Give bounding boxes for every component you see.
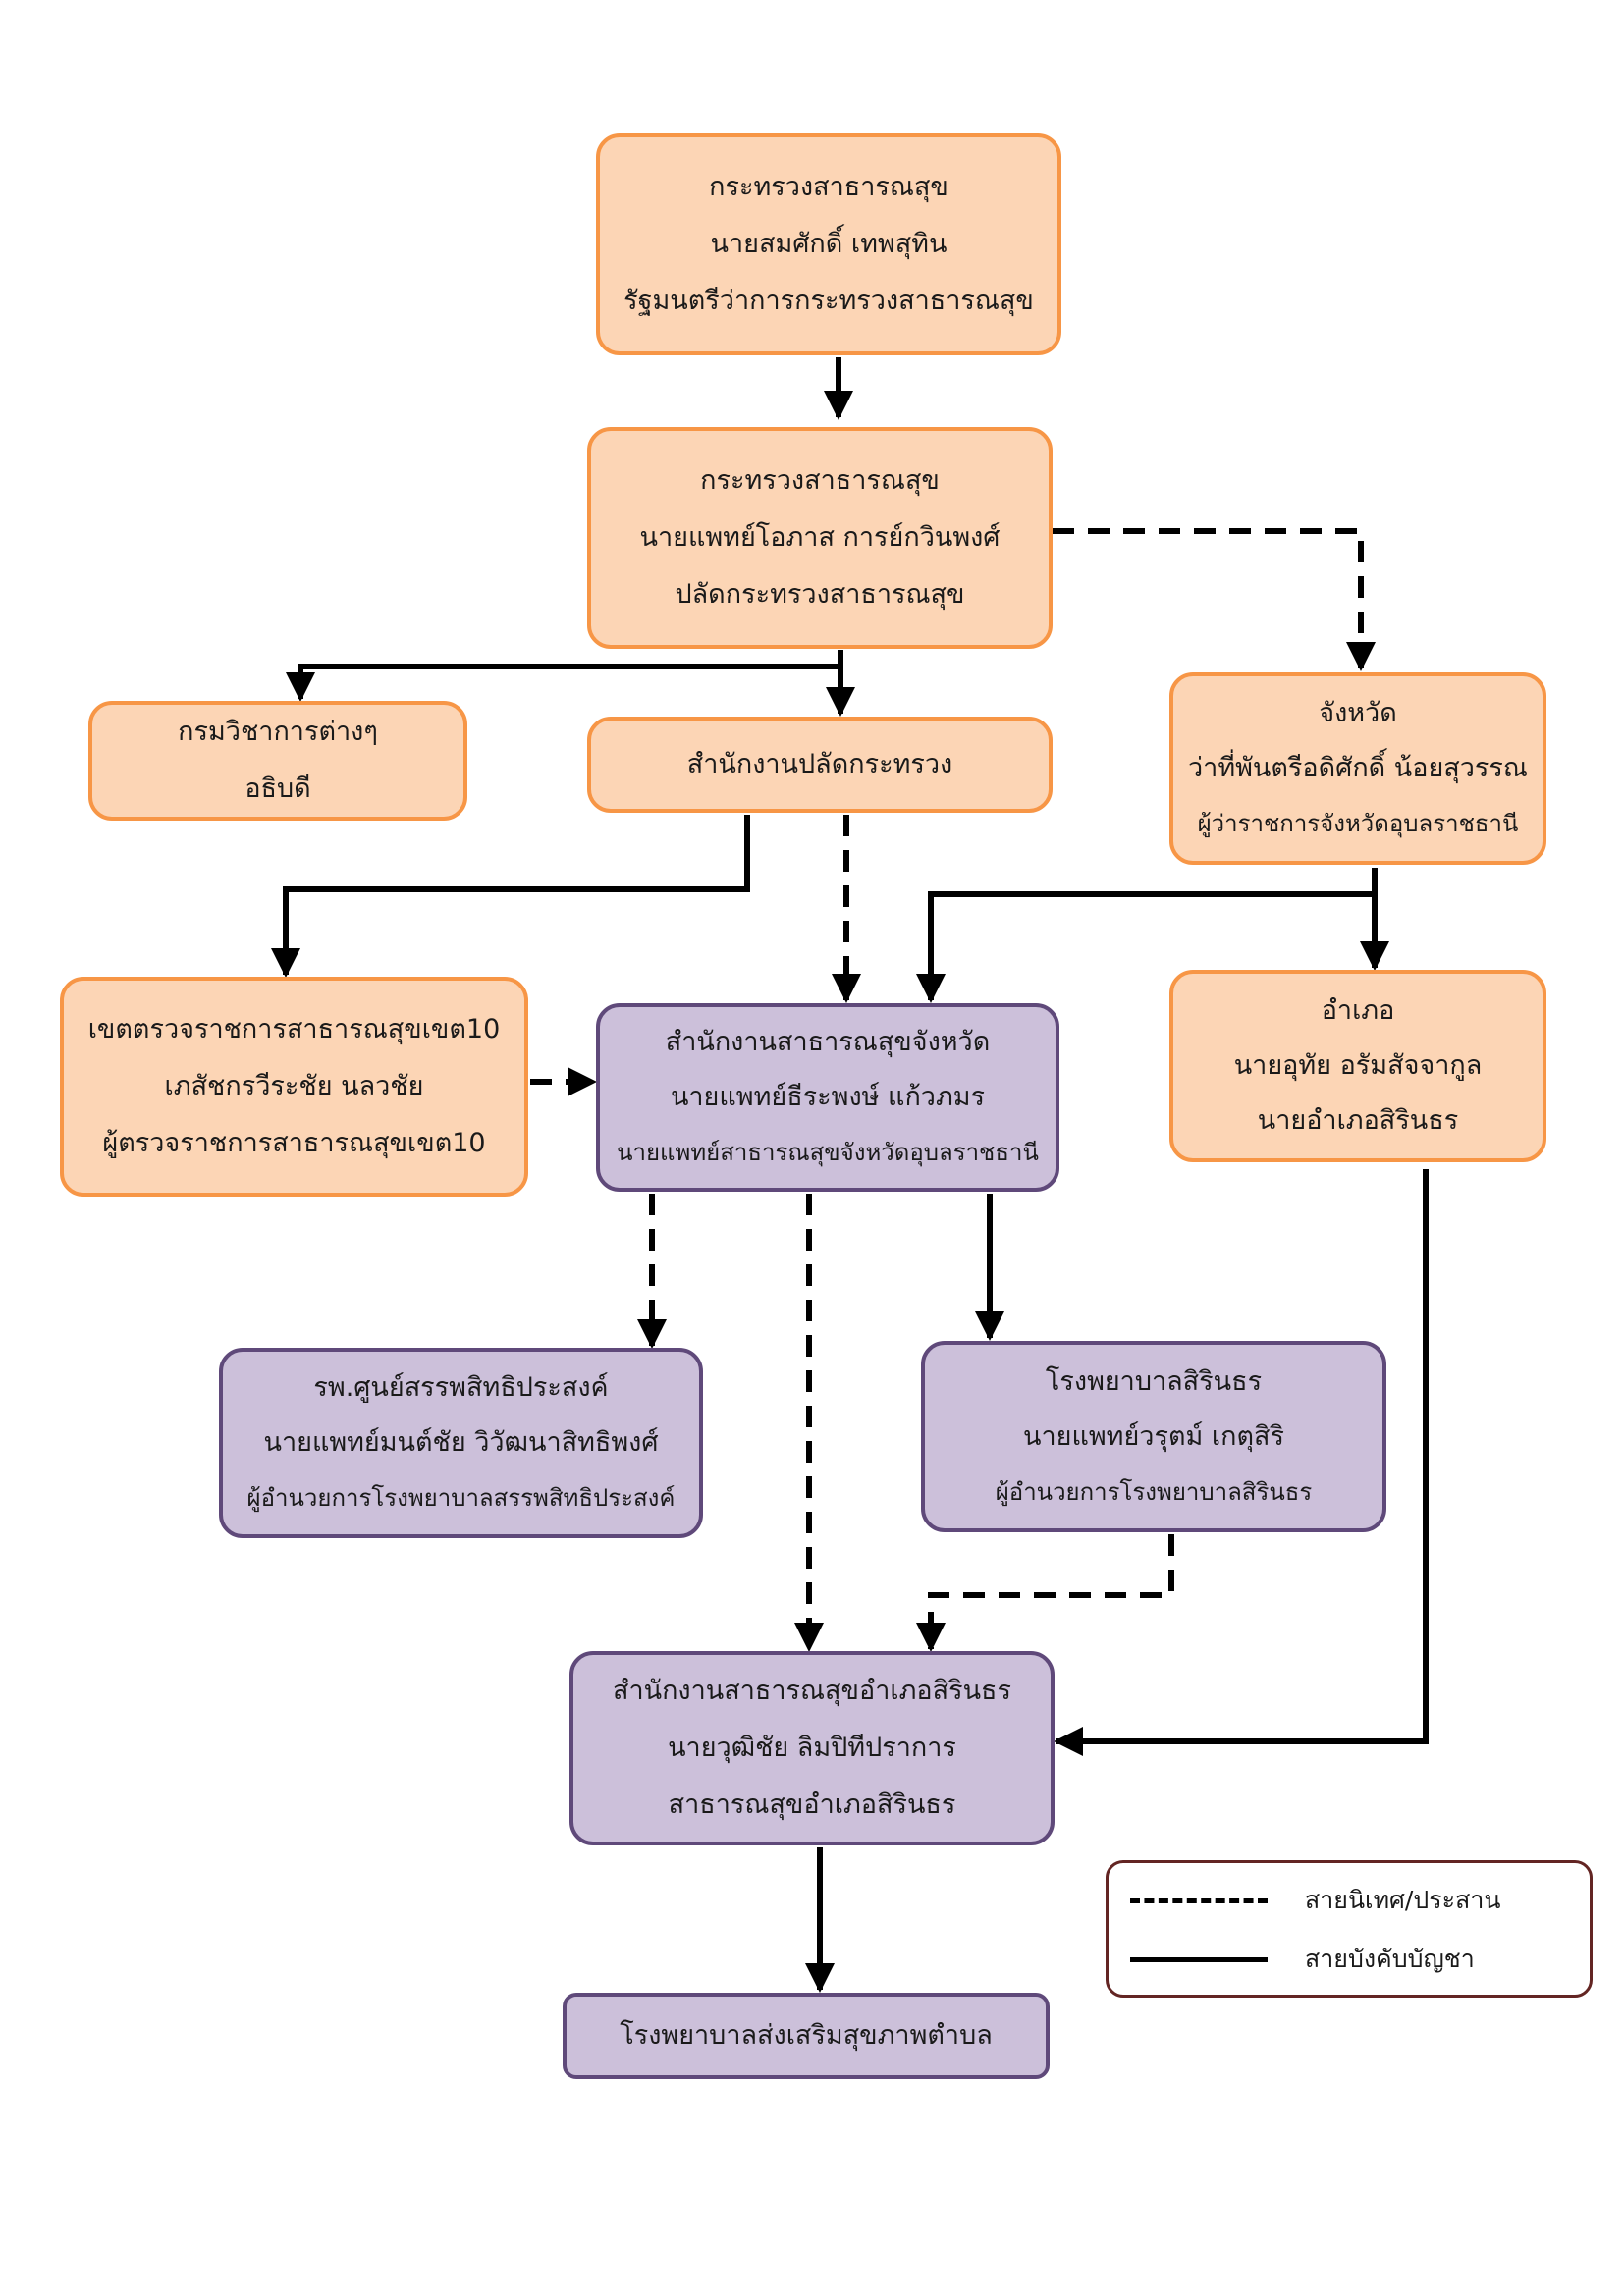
- line-district-to-district-health-office: [1054, 1169, 1429, 1756]
- sirindhorn-hospital-director-name: นายแพทย์วรุตม์ เกตุสิริ: [1023, 1420, 1284, 1452]
- sirindhorn-hospital-box: โรงพยาบาลสิรินธร นายแพทย์วรุตม์ เกตุสิริ…: [921, 1341, 1386, 1532]
- legend-row-dashed: สายนิเทศ/ประสาน: [1109, 1881, 1590, 1920]
- center-hospital-director-name: นายแพทย์มนต์ชัย วิวัฒนาสิทธิพงศ์: [263, 1427, 659, 1458]
- legend-row-solid: สายบังคับบัญชา: [1109, 1940, 1590, 1979]
- departments-box: กรมวิชาการต่างๆ อธิบดี: [88, 701, 467, 821]
- center-hospital-director-position: ผู้อำนวยการโรงพยาบาลสรรพสิทธิประสงค์: [246, 1484, 676, 1512]
- inspection-region-title: เขตตรวจราชการสาธารณสุขเขต10: [87, 1014, 501, 1044]
- subdistrict-hospital-title: โรงพยาบาลส่งเสริมสุขภาพตำบล: [620, 2020, 993, 2051]
- provincial-health-office-box: สำนักงานสาธารณสุขจังหวัด นายแพทย์ธีระพงษ…: [596, 1003, 1059, 1192]
- permanent-secretary-name: นายแพทย์โอภาส การย์กวินพงศ์: [639, 522, 1001, 553]
- inspection-region-name: เภสัชกรวีระชัย นลวชัย: [164, 1071, 424, 1101]
- province-governor-position: ผู้ว่าราชการจังหวัดอุบลราชธานี: [1197, 810, 1519, 837]
- provincial-health-office-name: นายแพทย์ธีระพงษ์ แก้วภมร: [670, 1082, 986, 1112]
- province-title: จังหวัด: [1319, 698, 1397, 728]
- province-box: จังหวัด ว่าที่พันตรีอดิศักดิ์ น้อยสุวรรณ…: [1169, 672, 1546, 865]
- inspection-region-box: เขตตรวจราชการสาธารณสุขเขต10 เภสัชกรวีระช…: [60, 977, 528, 1197]
- district-officer-name: นายอุทัย อรัมสัจจากูล: [1233, 1050, 1483, 1081]
- inspection-region-position: ผู้ตรวจราชการสาธารณสุขเขต10: [102, 1128, 486, 1158]
- legend: สายนิเทศ/ประสาน สายบังคับบัญชา: [1106, 1860, 1593, 1998]
- province-governor-name: ว่าที่พันตรีอดิศักดิ์ น้อยสุวรรณ: [1188, 753, 1528, 783]
- permanent-secretary-box: กระทรวงสาธารณสุข นายแพทย์โอภาส การย์กวิน…: [587, 427, 1053, 649]
- provincial-health-office-title: สำนักงานสาธารณสุขจังหวัด: [665, 1027, 991, 1057]
- line-province-to-provincial-health-office: [916, 891, 1375, 1003]
- provincial-health-office-position: นายแพทย์สาธารณสุขจังหวัดอุบลราชธานี: [617, 1139, 1039, 1166]
- line-permanent-secretary-to-departments: [286, 664, 840, 702]
- departments-position: อธิบดี: [244, 774, 311, 804]
- subdistrict-hospital-box: โรงพยาบาลส่งเสริมสุขภาพตำบล: [563, 1993, 1050, 2079]
- line-sirindhorn-hospital-to-district-health-office: [916, 1534, 1174, 1652]
- sirindhorn-hospital-director-position: ผู้อำนวยการโรงพยาบาลสิรินธร: [995, 1477, 1313, 1506]
- legend-dashed-label: สายนิเทศ/ประสาน: [1305, 1886, 1501, 1914]
- district-title: อำเภอ: [1321, 995, 1395, 1026]
- minister-name: นายสมศักดิ์ เทพสุทิน: [710, 229, 947, 259]
- district-officer-position: นายอำเภอสิรินธร: [1257, 1105, 1459, 1136]
- legend-solid-line: [1130, 1957, 1268, 1962]
- office-permanent-secretary-title: สำนักงานปลัดกระทรวง: [686, 749, 953, 779]
- permanent-secretary-position: ปลัดกระทรวงสาธารณสุข: [675, 579, 965, 610]
- legend-solid-label: สายบังคับบัญชา: [1305, 1945, 1475, 1973]
- center-hospital-title: รพ.ศูนย์สรรพสิทธิประสงค์: [313, 1372, 609, 1403]
- minister-position: รัฐมนตรีว่าการกระทรวงสาธารณสุข: [623, 286, 1034, 316]
- district-box: อำเภอ นายอุทัย อรัมสัจจากูล นายอำเภอสิริ…: [1169, 970, 1546, 1162]
- center-hospital-box: รพ.ศูนย์สรรพสิทธิประสงค์ นายแพทย์มนต์ชัย…: [219, 1348, 703, 1538]
- line-office-to-inspection-region: [271, 815, 750, 978]
- office-permanent-secretary-box: สำนักงานปลัดกระทรวง: [587, 717, 1053, 813]
- legend-dashed-line: [1130, 1898, 1268, 1903]
- district-health-office-name: นายวุฒิชัย ลิมปิทีปราการ: [668, 1733, 956, 1763]
- minister-ministry: กระทรวงสาธารณสุข: [709, 172, 948, 202]
- permanent-secretary-ministry: กระทรวงสาธารณสุข: [700, 465, 940, 496]
- district-health-office-title: สำนักงานสาธารณสุขอำเภอสิรินธร: [612, 1676, 1012, 1706]
- district-health-office-box: สำนักงานสาธารณสุขอำเภอสิรินธร นายวุฒิชัย…: [569, 1651, 1055, 1845]
- line-permanent-secretary-to-province: [1053, 528, 1376, 671]
- sirindhorn-hospital-title: โรงพยาบาลสิรินธร: [1045, 1365, 1263, 1397]
- minister-box: กระทรวงสาธารณสุข นายสมศักดิ์ เทพสุทิน รั…: [596, 133, 1061, 355]
- departments-title: กรมวิชาการต่างๆ: [178, 717, 378, 747]
- district-health-office-position: สาธารณสุขอำเภอสิรินธร: [668, 1789, 956, 1820]
